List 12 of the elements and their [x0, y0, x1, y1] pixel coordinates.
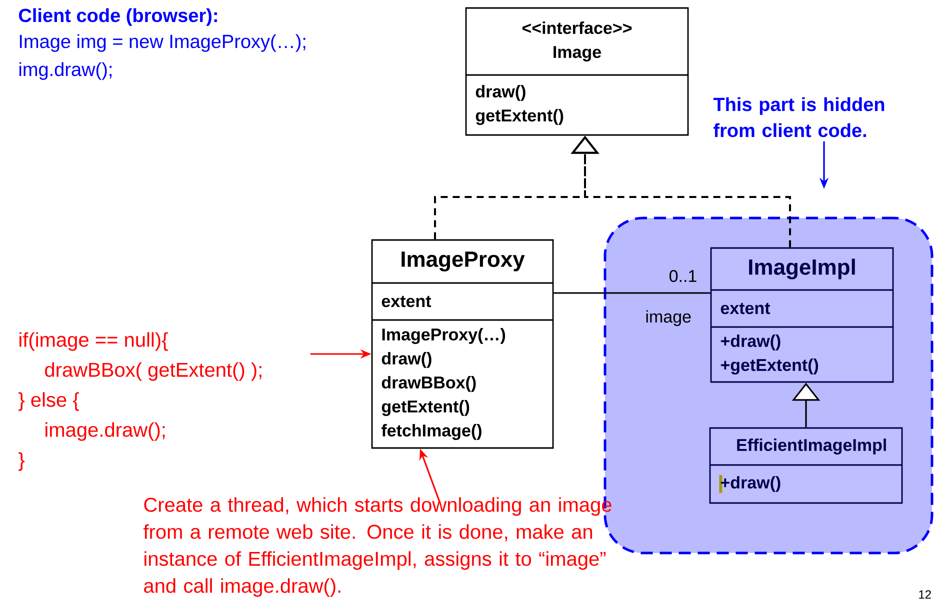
- class-box: <<interface>> Image draw() getExtent(): [465, 7, 689, 136]
- note-text: Create a thread, which starts downloading an image from a remote web site. Once it is done, make an instance of EfficientImageImpl, assigns it to “image” and call image.draw().: [143, 497, 612, 597]
- page-number: 12: [919, 590, 931, 599]
- code-text: Image img = new ImageProxy(…);: [20, 34, 306, 52]
- class-box: ImageImpl extent +draw() +getExtent(): [710, 247, 894, 383]
- heading-text: Client code (browser):: [18, 8, 217, 26]
- note-text: This part is hidden from client code.: [713, 97, 884, 138]
- role-label: image: [646, 310, 691, 326]
- multiplicity-label: 0..1: [670, 270, 696, 282]
- code-text: if(image == null){ drawBBox( getExtent() ); } else { image.draw(); }: [18, 332, 262, 471]
- code-text: img.draw();: [19, 62, 112, 80]
- class-box: ImageProxy extent ImageProxy(…) draw() drawBBox() getExtent() fetchImage(): [371, 239, 554, 449]
